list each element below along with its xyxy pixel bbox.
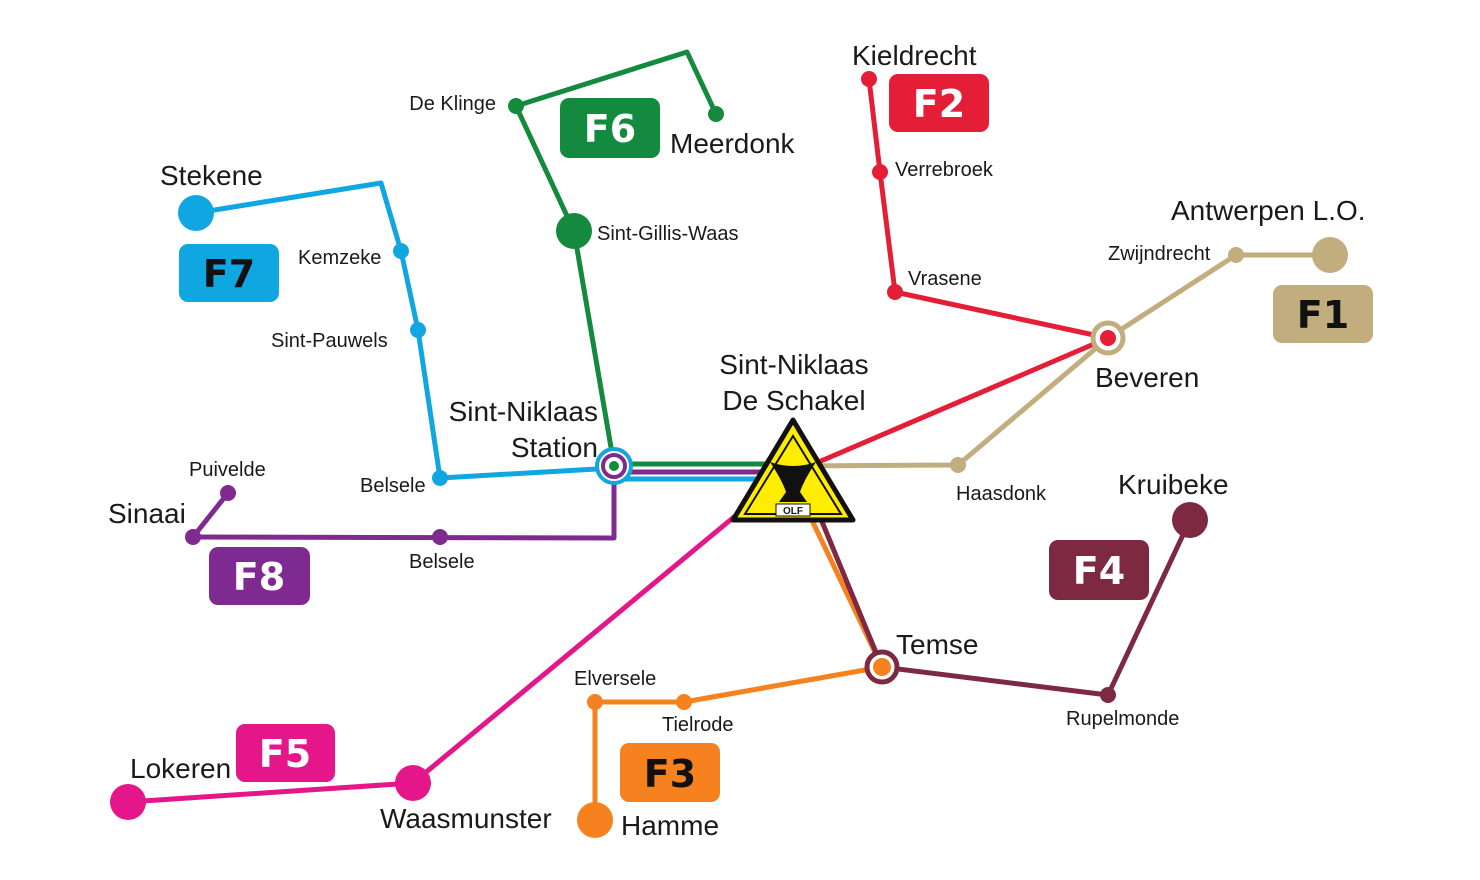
label-hub-line2: De Schakel — [722, 385, 865, 416]
station-de-klinge-marker[interactable] — [508, 98, 524, 114]
station-belsele-f7-marker[interactable] — [432, 470, 448, 486]
station-kruibeke-marker[interactable] — [1172, 502, 1208, 538]
svg-text:F3: F3 — [644, 752, 696, 796]
label-zwijndrecht: Zwijndrecht — [1108, 243, 1211, 265]
label-sint-niklaas-station-line2: Station — [511, 432, 598, 463]
station-sint-niklaas-station-marker[interactable] — [595, 447, 633, 485]
label-verrebroek: Verrebroek — [895, 159, 994, 181]
station-belsele-f8-marker[interactable] — [432, 529, 448, 545]
label-kruibeke: Kruibeke — [1118, 469, 1229, 500]
station-sint-gillis-waas-marker[interactable] — [556, 213, 592, 249]
line-f8-route — [192, 466, 617, 541]
badge-f8: F8 — [209, 547, 310, 605]
label-beveren: Beveren — [1095, 362, 1199, 393]
svg-text:F2: F2 — [913, 82, 965, 126]
label-vrasene: Vrasene — [908, 268, 982, 290]
station-sinaai-marker[interactable] — [185, 529, 201, 545]
badge-f1: F1 — [1273, 285, 1373, 343]
label-puivelde: Puivelde — [189, 459, 266, 481]
svg-text:F1: F1 — [1297, 293, 1349, 337]
hub-sint-niklaas-de-schakel[interactable]: OLF — [730, 417, 856, 523]
station-haasdonk-marker[interactable] — [950, 457, 966, 473]
label-antwerpen: Antwerpen L.O. — [1171, 195, 1366, 226]
label-haasdonk: Haasdonk — [956, 483, 1047, 505]
label-tielrode: Tielrode — [662, 714, 734, 736]
badge-f4: F4 — [1049, 540, 1149, 600]
station-waasmunster-marker[interactable] — [395, 765, 431, 801]
station-antwerpen-marker[interactable] — [1312, 237, 1348, 273]
badge-f2: F2 — [889, 74, 989, 132]
station-verrebroek-marker[interactable] — [872, 164, 888, 180]
station-zwijndrecht-marker[interactable] — [1228, 247, 1244, 263]
station-kieldrecht-marker[interactable] — [861, 71, 877, 87]
station-stekene-marker[interactable] — [178, 195, 214, 231]
label-belsele-f8: Belsele — [409, 551, 475, 573]
badge-f6: F6 — [560, 98, 660, 158]
svg-text:F5: F5 — [259, 732, 311, 776]
station-beveren-marker[interactable] — [1090, 320, 1126, 356]
label-sint-gillis-waas: Sint-Gillis-Waas — [597, 223, 739, 245]
svg-text:F4: F4 — [1073, 549, 1125, 593]
svg-text:F8: F8 — [233, 555, 285, 599]
label-sint-niklaas-station-line1: Sint-Niklaas — [449, 396, 598, 427]
badge-f3: F3 — [620, 743, 720, 802]
label-waasmunster: Waasmunster — [380, 803, 552, 834]
station-tielrode-marker[interactable] — [676, 694, 692, 710]
line-f7-route — [195, 180, 615, 481]
station-elversele-marker[interactable] — [587, 694, 603, 710]
station-temse-marker[interactable] — [864, 649, 900, 685]
svg-text:F7: F7 — [203, 252, 255, 296]
station-kemzeke-marker[interactable] — [393, 243, 409, 259]
label-meerdonk: Meerdonk — [670, 128, 796, 159]
label-stekene: Stekene — [160, 160, 263, 191]
station-puivelde-marker[interactable] — [220, 485, 236, 501]
line-f8-puivelde-branch — [191, 491, 230, 539]
label-kieldrecht: Kieldrecht — [852, 40, 977, 71]
hub-logo-text: OLF — [783, 506, 803, 517]
label-lokeren: Lokeren — [130, 753, 231, 784]
svg-text:F6: F6 — [584, 107, 636, 151]
label-sint-pauwels: Sint-Pauwels — [271, 330, 388, 352]
badge-f5: F5 — [236, 724, 335, 782]
label-belsele-f7: Belsele — [360, 475, 426, 497]
station-sint-pauwels-marker[interactable] — [410, 322, 426, 338]
label-de-klinge: De Klinge — [409, 93, 496, 115]
line-f4-route — [815, 511, 1193, 698]
station-rupelmonde-marker[interactable] — [1100, 687, 1116, 703]
station-lokeren-marker[interactable] — [110, 784, 146, 820]
station-hamme-marker[interactable] — [577, 802, 613, 838]
label-temse: Temse — [896, 629, 978, 660]
label-kemzeke: Kemzeke — [298, 247, 381, 269]
label-rupelmonde: Rupelmonde — [1066, 708, 1179, 730]
funnel-icon — [770, 462, 816, 502]
label-hamme: Hamme — [621, 810, 719, 841]
badge-f7: F7 — [179, 244, 279, 302]
station-vrasene-marker[interactable] — [887, 284, 903, 300]
label-hub-line1: Sint-Niklaas — [719, 349, 868, 380]
label-elversele: Elversele — [574, 668, 656, 690]
label-sinaai: Sinaai — [108, 498, 186, 529]
station-meerdonk-marker[interactable] — [708, 106, 724, 122]
